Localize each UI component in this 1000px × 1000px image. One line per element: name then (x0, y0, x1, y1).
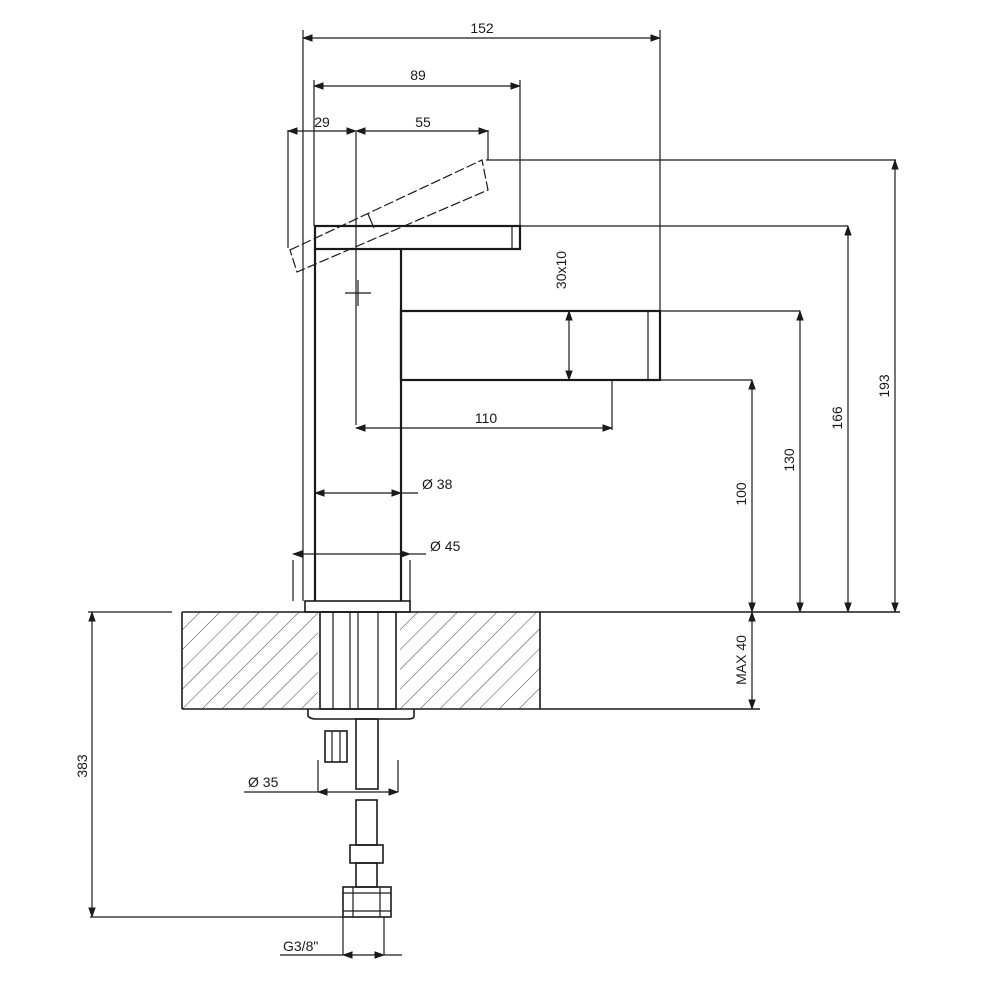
faucet-body (292, 132, 662, 613)
extension-lines (90, 30, 848, 955)
dim-handle-offset: 29 (314, 114, 330, 130)
dimension-labels: 152 89 29 55 30x10 110 Ø 38 Ø 45 100 130… (74, 20, 892, 954)
dim-body-height: 166 (829, 406, 845, 430)
dim-shank-diameter: Ø 35 (248, 774, 279, 790)
dim-spout-section: 30x10 (553, 251, 569, 289)
dim-body-diameter: Ø 38 (422, 476, 453, 492)
dim-handle-length: 55 (415, 114, 431, 130)
dim-spout-height: 100 (733, 482, 749, 506)
dim-handle-reach: 89 (410, 67, 426, 83)
countertop (88, 611, 900, 710)
dimension-lines (88, 34, 899, 959)
dim-connection-thread: G3/8" (283, 938, 318, 954)
dim-overall-width: 152 (470, 20, 494, 36)
dim-spout-reach: 110 (475, 410, 498, 426)
dim-handle-height: 193 (876, 374, 892, 398)
handle-raised-position (289, 159, 896, 273)
dim-spout-top-height: 130 (781, 448, 797, 472)
dim-base-diameter: Ø 45 (430, 538, 461, 554)
dim-max-deck-thickness: MAX 40 (733, 635, 749, 685)
mounting-shank (307, 611, 415, 918)
dim-total-length: 383 (74, 754, 90, 778)
